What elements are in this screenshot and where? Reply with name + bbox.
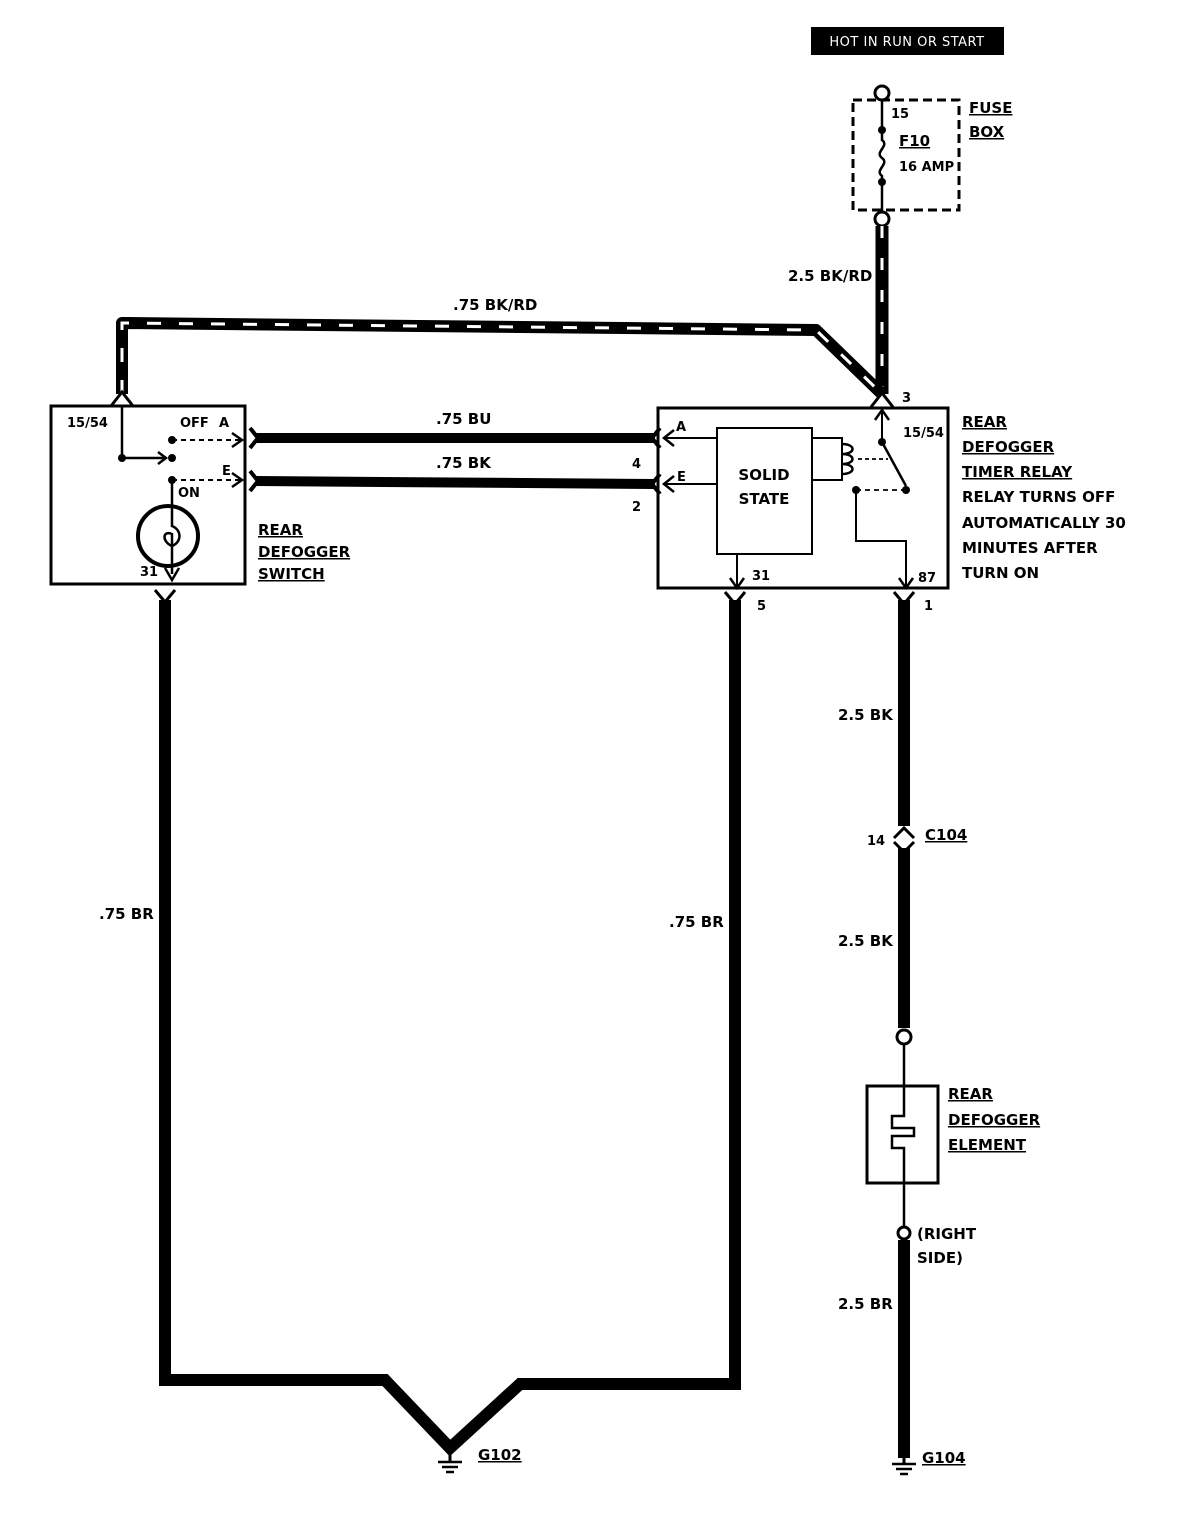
element-input-terminal bbox=[895, 1028, 913, 1046]
fuse-box: 15 F10 16 AMP FUSE BOX bbox=[851, 84, 1012, 228]
element-title-1: REAR bbox=[948, 1085, 993, 1103]
relay-pin-a: A bbox=[676, 420, 686, 435]
relay-connector-2: 2 bbox=[632, 500, 641, 515]
relay-terminal-87: 87 bbox=[918, 571, 936, 586]
relay-connector-4: 4 bbox=[632, 457, 641, 472]
header-badge bbox=[811, 27, 1004, 55]
switch-off-label: OFF bbox=[180, 416, 209, 431]
rear-defogger-switch: 15/54 OFF A E ON 31 bbox=[49, 404, 247, 586]
relay-title-3: TIMER RELAY bbox=[962, 463, 1073, 481]
switch-lamp-filament bbox=[163, 508, 181, 574]
rear-defogger-timer-relay: A E SOLID STATE 31 15/54 87 bbox=[656, 406, 950, 591]
power-source-header: HOT IN RUN OR START bbox=[811, 27, 1004, 55]
solid-state-label-1: SOLID bbox=[738, 466, 789, 484]
switch-title-3: SWITCH bbox=[258, 565, 325, 583]
connector-c104 bbox=[892, 825, 916, 855]
switch-on-label: ON bbox=[178, 486, 200, 501]
connector-c104-id: C104 bbox=[925, 826, 967, 844]
wire-signal-a bbox=[248, 426, 662, 450]
switch-top-connector bbox=[109, 389, 135, 407]
fuse-rating-label: 16 AMP bbox=[899, 160, 954, 175]
switch-pin-e: E bbox=[222, 464, 231, 479]
wire-signal-e bbox=[248, 469, 662, 496]
relay-terminal-15-54: 15/54 bbox=[903, 426, 944, 441]
switch-title-2: DEFOGGER bbox=[258, 543, 351, 561]
wire-feed-to-switch bbox=[116, 317, 887, 399]
fuse-output-terminal bbox=[873, 210, 891, 228]
switch-terminal-15-54: 15/54 bbox=[67, 416, 108, 431]
wire-label-signal-e: .75 BK bbox=[436, 454, 492, 472]
relay-contact-arm bbox=[880, 441, 908, 487]
relay-note-1: RELAY TURNS OFF bbox=[962, 488, 1115, 506]
wire-label-relay-out-bottom: 2.5 BK bbox=[838, 932, 894, 950]
wire-label-relay-ground: .75 BR bbox=[669, 913, 724, 931]
fuse-box-title-2: BOX bbox=[969, 123, 1005, 141]
relay-top-connector bbox=[869, 390, 895, 408]
element-title-3: ELEMENT bbox=[948, 1136, 1027, 1154]
relay-connector-3: 3 bbox=[902, 391, 911, 406]
fuse-terminal-label: 15 bbox=[891, 107, 909, 122]
element-heater-icon bbox=[890, 1086, 916, 1183]
switch-box bbox=[49, 404, 247, 586]
wire-label-signal-a: .75 BU bbox=[436, 410, 491, 428]
ground-symbol-g102 bbox=[438, 1448, 462, 1474]
relay-note-3: MINUTES AFTER bbox=[962, 539, 1098, 557]
connector-c104-pin: 14 bbox=[867, 834, 885, 849]
relay-box bbox=[656, 406, 950, 590]
fuse-input-terminal bbox=[873, 84, 891, 102]
relay-connector-1: 1 bbox=[924, 599, 933, 614]
wire-ground-loop bbox=[159, 600, 741, 1457]
wire-label-element-ground: 2.5 BR bbox=[838, 1295, 893, 1313]
relay-pin-e: E bbox=[677, 470, 686, 485]
switch-title-1: REAR bbox=[258, 521, 303, 539]
wire-label-fuse-to-relay: 2.5 BK/RD bbox=[788, 267, 872, 285]
relay-note-2: AUTOMATICALLY 30 bbox=[962, 514, 1126, 532]
rear-defogger-element bbox=[865, 1084, 940, 1185]
relay-terminal-31: 31 bbox=[752, 569, 770, 584]
wire-label-relay-out-top: 2.5 BK bbox=[838, 706, 894, 724]
solid-state-module bbox=[716, 427, 813, 555]
ground-point-label-2: SIDE) bbox=[917, 1249, 963, 1267]
switch-pin-a: A bbox=[219, 416, 229, 431]
element-box bbox=[865, 1084, 940, 1185]
ground-label-g102: G102 bbox=[478, 1446, 522, 1464]
ground-point-label-1: (RIGHT bbox=[917, 1225, 977, 1243]
relay-note-4: TURN ON bbox=[962, 564, 1039, 582]
solid-state-label-2: STATE bbox=[739, 490, 790, 508]
wire-label-switch-ground: .75 BR bbox=[99, 905, 154, 923]
fuse-box-outline bbox=[851, 98, 961, 212]
relay-bottom-connector-5 bbox=[723, 591, 747, 607]
fuse-id-label: F10 bbox=[899, 132, 930, 150]
fuse-box-title-1: FUSE bbox=[969, 99, 1012, 117]
switch-contact-common bbox=[168, 454, 176, 462]
header-label: HOT IN RUN OR START bbox=[829, 35, 984, 50]
ground-symbol-g104 bbox=[892, 1456, 916, 1476]
relay-title-2: DEFOGGER bbox=[962, 438, 1055, 456]
switch-bottom-connector bbox=[153, 589, 177, 605]
switch-lamp-icon bbox=[136, 504, 200, 568]
relay-connector-5: 5 bbox=[757, 599, 766, 614]
relay-coil-icon bbox=[841, 442, 854, 476]
ground-label-g104: G104 bbox=[922, 1449, 966, 1467]
wire-label-feed: .75 BK/RD bbox=[453, 296, 537, 314]
fuse-element bbox=[878, 130, 886, 182]
ground-point-right bbox=[896, 1225, 912, 1241]
relay-title-1: REAR bbox=[962, 413, 1007, 431]
element-title-2: DEFOGGER bbox=[948, 1111, 1041, 1129]
switch-terminal-31: 31 bbox=[140, 565, 158, 580]
